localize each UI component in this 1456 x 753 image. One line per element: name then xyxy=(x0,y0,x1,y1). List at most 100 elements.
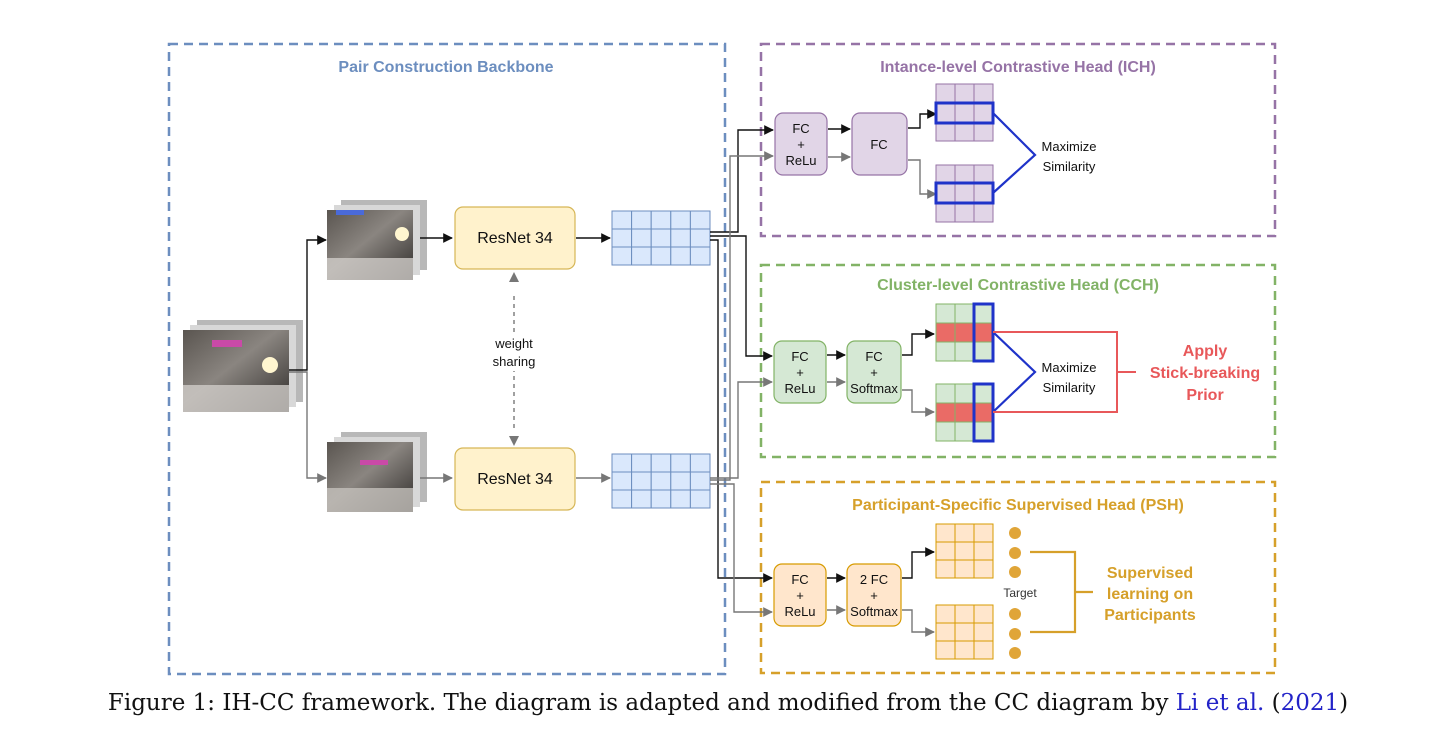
weight-sharing-label-1: weight xyxy=(494,336,533,351)
cch-maximize-1: Maximize xyxy=(1042,360,1097,375)
psh-supervised-1: Supervised xyxy=(1107,565,1193,582)
psh-connectors xyxy=(827,547,935,637)
ich-fc-relu-2: + xyxy=(797,137,805,152)
psh-grid-bottom xyxy=(935,604,994,660)
grid-cell xyxy=(954,559,975,579)
ich-maximize-2: Similarity xyxy=(1043,159,1096,174)
grid-cell xyxy=(650,471,672,491)
psh-2fc-softmax-box xyxy=(846,563,902,627)
cch-similarity-lines xyxy=(992,331,1037,413)
target-dot xyxy=(1009,566,1021,578)
cch-grid-bottom xyxy=(935,383,994,442)
grid-cell xyxy=(973,303,994,324)
grid-cell xyxy=(954,164,975,185)
augmented-image-bottom xyxy=(327,432,427,512)
grid-cell xyxy=(650,228,672,248)
cch-prior-2: Stick-breaking xyxy=(1150,365,1260,382)
grid-cell xyxy=(973,102,994,123)
cch-grid-top xyxy=(935,303,994,362)
ich-maximize-1: Maximize xyxy=(1042,139,1097,154)
backbone-connectors xyxy=(289,125,774,617)
grid-cell xyxy=(973,421,994,442)
psh-section xyxy=(759,480,1277,675)
cch-maximize-2: Similarity xyxy=(1043,380,1096,395)
grid-cell xyxy=(973,164,994,185)
grid-cell xyxy=(670,228,691,248)
grid-cell xyxy=(935,383,956,404)
framework-diagram: Pair Construction Backbone Intance-level… xyxy=(167,42,1277,676)
grid-cell xyxy=(935,402,956,423)
grid-cell xyxy=(935,322,956,343)
grid-cell xyxy=(973,383,994,404)
cch-fc-relu-1: FC xyxy=(791,349,808,364)
psh-target-label: Target xyxy=(1003,586,1037,600)
backbone-section xyxy=(167,42,727,676)
grid-cell xyxy=(954,183,975,204)
grid-cell xyxy=(935,604,956,624)
grid-cell xyxy=(935,121,956,142)
grid-cell xyxy=(631,489,652,509)
grid-cell xyxy=(631,228,652,248)
psh-supervised-2: learning on xyxy=(1107,586,1193,603)
grid-cell xyxy=(973,322,994,343)
grid-cell xyxy=(689,471,711,491)
grid-cell xyxy=(670,210,691,230)
grid-cell xyxy=(935,559,956,579)
psh-2fc-softmax-3: Softmax xyxy=(850,604,898,619)
grid-cell xyxy=(631,246,652,266)
grid-cell xyxy=(689,228,711,248)
grid-cell xyxy=(935,622,956,642)
resnet-top-label: ResNet 34 xyxy=(477,230,553,247)
grid-cell xyxy=(935,183,956,204)
grid-cell xyxy=(954,402,975,423)
grid-cell xyxy=(631,471,652,491)
grid-cell xyxy=(935,541,956,561)
grid-cell xyxy=(954,322,975,343)
psh-grid-top xyxy=(935,523,994,579)
ich-connectors xyxy=(828,109,937,199)
citation-year-link[interactable]: 2021 xyxy=(1280,690,1340,716)
grid-cell xyxy=(954,640,975,660)
psh-fc-relu-3: ReLu xyxy=(784,604,815,619)
cch-fc-relu-2: + xyxy=(796,365,804,380)
target-dot xyxy=(1009,628,1021,640)
grid-cell xyxy=(954,383,975,404)
ich-fc-relu-box xyxy=(774,112,828,176)
feature-grid-bottom xyxy=(611,453,711,509)
grid-cell xyxy=(935,164,956,185)
target-dot xyxy=(1009,527,1021,539)
grid-cell xyxy=(935,341,956,362)
cch-prior-3: Prior xyxy=(1186,387,1223,404)
grid-cell xyxy=(954,541,975,561)
target-dot xyxy=(1009,647,1021,659)
grid-cell xyxy=(973,121,994,142)
grid-cell xyxy=(954,421,975,442)
grid-cell xyxy=(935,640,956,660)
psh-supervised-3: Participants xyxy=(1104,607,1196,624)
cch-fc-softmax-2: + xyxy=(870,365,878,380)
grid-cell xyxy=(650,246,672,266)
grid-cell xyxy=(954,303,975,324)
grid-cell xyxy=(631,453,652,473)
grid-cell xyxy=(935,421,956,442)
grid-cell xyxy=(954,102,975,123)
grid-cell xyxy=(954,622,975,642)
grid-cell xyxy=(611,210,633,230)
psh-fc-relu-2: + xyxy=(796,588,804,603)
grid-cell xyxy=(973,604,994,624)
citation-author-link[interactable]: Li et al. xyxy=(1175,690,1265,716)
grid-cell xyxy=(935,523,956,543)
grid-cell xyxy=(954,341,975,362)
ich-section xyxy=(759,42,1277,238)
cch-fc-softmax-1: FC xyxy=(865,349,882,364)
grid-cell xyxy=(670,489,691,509)
grid-cell xyxy=(650,489,672,509)
grid-cell xyxy=(935,303,956,324)
input-image-stack xyxy=(183,320,303,412)
grid-cell xyxy=(973,559,994,579)
cch-fc-relu-box xyxy=(773,340,827,404)
figure-caption: Figure 1: IH-CC framework. The diagram i… xyxy=(0,690,1456,716)
grid-cell xyxy=(611,453,633,473)
target-dot xyxy=(1009,547,1021,559)
psh-2fc-softmax-2: + xyxy=(870,588,878,603)
